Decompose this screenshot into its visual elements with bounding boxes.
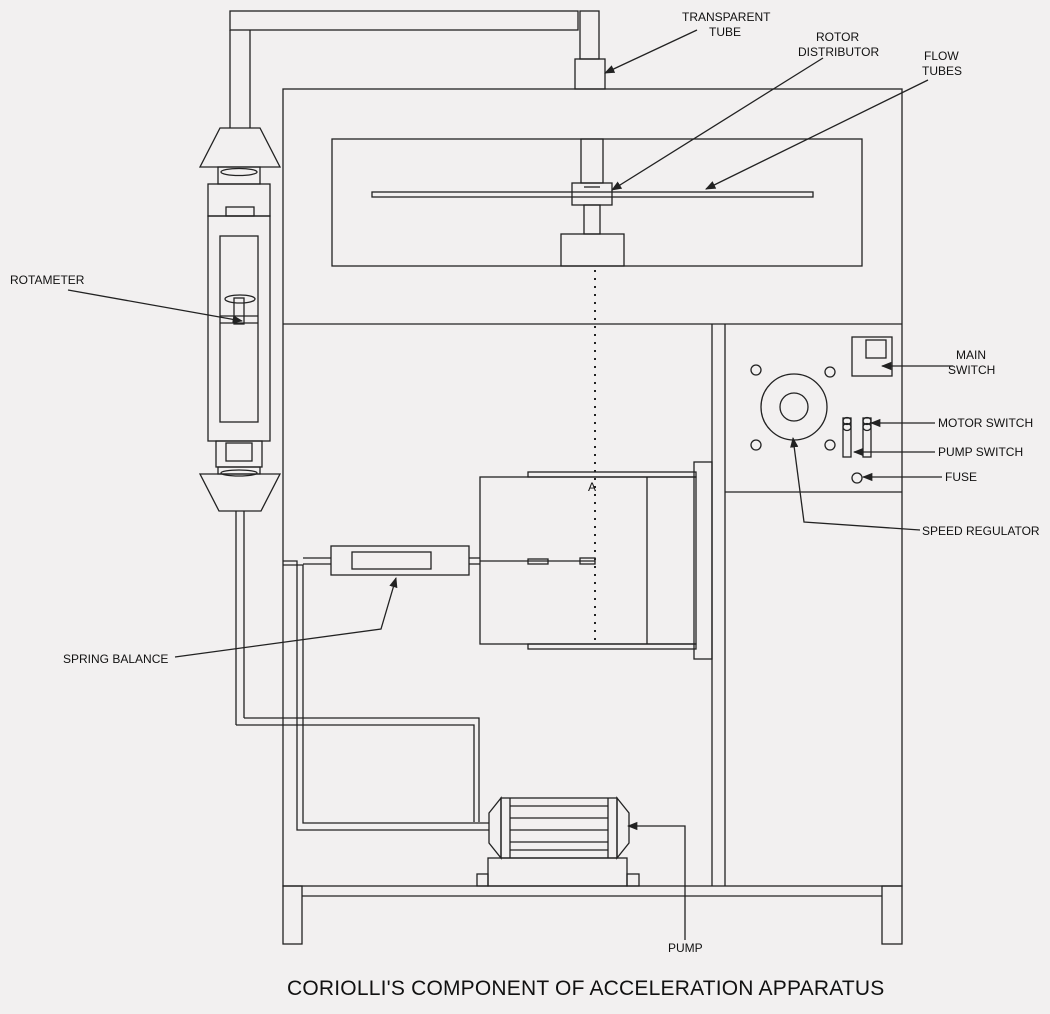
label-pump: PUMP [668, 941, 703, 955]
rotor-distributor [571, 182, 613, 206]
motor-housing [479, 461, 713, 660]
spring-balance [303, 545, 480, 576]
leader-lines [67, 29, 953, 940]
label-motor-switch: MOTOR SWITCH [938, 416, 1033, 430]
speed-regulator-knob[interactable] [760, 373, 828, 441]
label-flow-tubes-1: FLOW [924, 49, 959, 63]
main-switch[interactable] [851, 336, 893, 377]
label-speed-regulator: SPEED REGULATOR [922, 524, 1040, 538]
label-rotor-distributor-2: DISTRIBUTOR [798, 45, 879, 59]
shaft-coupling [560, 233, 625, 267]
label-rotameter: ROTAMETER [10, 273, 85, 287]
flow-tubes [371, 191, 814, 198]
label-flow-tubes-2: TUBES [922, 64, 962, 78]
transparent-tube [574, 58, 606, 90]
label-rotor-distributor-1: ROTOR [816, 30, 859, 44]
rotameter-glass [219, 235, 259, 423]
vertical-shaft-lower [583, 204, 601, 235]
label-spring-balance: SPRING BALANCE [63, 652, 168, 666]
vertical-shaft-upper [580, 138, 604, 184]
label-fuse: FUSE [945, 470, 977, 484]
control-panel [711, 324, 902, 886]
label-transparent-tube-2: TUBE [709, 25, 741, 39]
fuse [851, 472, 863, 484]
label-main-switch-2: SWITCH [948, 363, 995, 377]
pump-assembly [476, 796, 640, 887]
motor-switch[interactable] [842, 416, 852, 458]
return-piping [236, 560, 489, 831]
rotameter-assembly [198, 127, 282, 725]
base-frame [282, 885, 903, 945]
label-pump-switch: PUMP SWITCH [938, 445, 1023, 459]
diagram-title: CORIOLLI'S COMPONENT OF ACCELERATION APP… [287, 977, 884, 1000]
top-pipe [229, 10, 600, 128]
rotameter-float [233, 297, 245, 325]
label-point-a: A [588, 480, 596, 494]
flow-chamber [331, 138, 863, 267]
labels: TRANSPARENT TUBE ROTOR DISTRIBUTOR FLOW … [10, 10, 1040, 1000]
pump-switch[interactable] [862, 416, 872, 458]
label-main-switch-1: MAIN [956, 348, 986, 362]
label-transparent-tube-1: TRANSPARENT [682, 10, 771, 24]
